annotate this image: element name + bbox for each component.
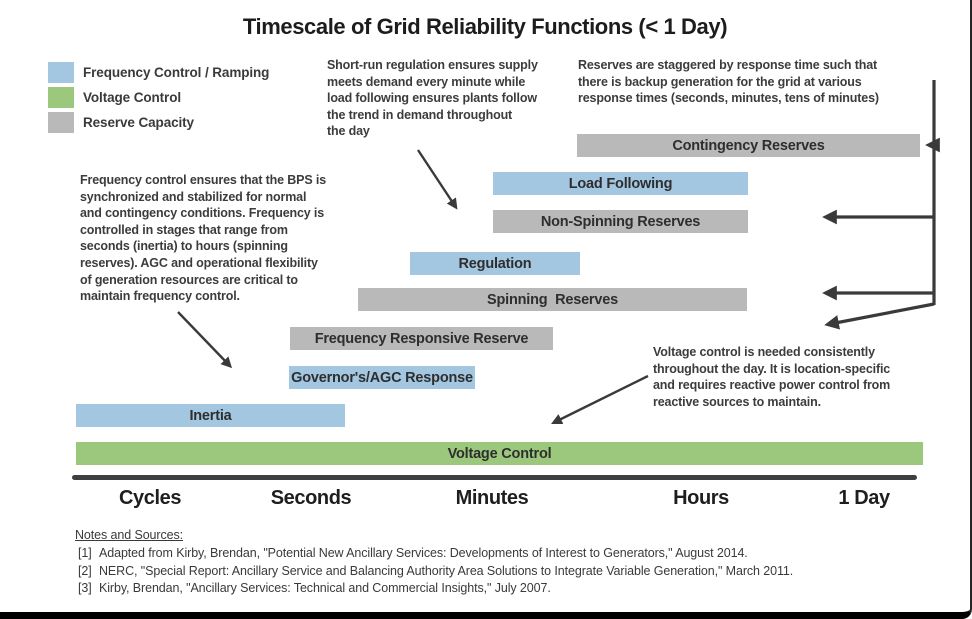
notes-list: [1] Adapted from Kirby, Brendan, "Potenti…	[75, 545, 793, 598]
bar-label-frequency-responsive-reserve: Frequency Responsive Reserve	[314, 330, 529, 347]
bar-label-non-spinning-reserves: Non-Spinning Reserves	[540, 213, 701, 230]
notes-heading: Notes and Sources:	[75, 528, 183, 542]
bar-inertia: Inertia	[76, 404, 345, 427]
axis-tick-cycles: Cycles	[118, 487, 182, 509]
bar-label-spinning-reserves: Spinning Reserves	[487, 291, 618, 308]
annotation-reserves-staggered: Reserves are staggered by response time …	[578, 58, 879, 106]
axis-tick-minutes: Minutes	[455, 487, 529, 509]
bar-label-regulation: Regulation	[458, 255, 532, 272]
axis-tick-seconds: Seconds	[270, 487, 352, 509]
bar-label-inertia: Inertia	[189, 407, 232, 424]
bar-label-contingency-reserves: Contingency Reserves	[672, 137, 825, 154]
arrow-frequency-text-to-bars	[177, 311, 233, 369]
figure-title: Timescale of Grid Reliability Functions …	[242, 14, 728, 39]
axis-tick-1-day: 1 Day	[838, 487, 890, 509]
legend-item-voltage: Voltage Control	[48, 87, 269, 108]
bar-label-load-following: Load Following	[568, 175, 673, 192]
note-text-3: Kirby, Brendan, "Ancillary Services: Tec…	[99, 581, 551, 595]
legend-swatch-voltage	[48, 87, 74, 108]
note-item-2: [2] NERC, "Special Report: Ancillary Serv…	[75, 563, 793, 581]
note-ref-3: [3]	[78, 581, 92, 595]
annotation-frequency-control: Frequency control ensures that the BPS i…	[80, 173, 326, 304]
arrow-voltage-text-to-bar	[551, 374, 649, 425]
bar-label-governors-agc-response: Governor's/AGC Response	[291, 369, 473, 386]
notes-section: Notes and Sources: [1] Adapted from Kirby…	[75, 528, 793, 598]
legend-item-frequency: Frequency Control / Ramping	[48, 62, 269, 83]
note-text-1: Adapted from Kirby, Brendan, "Potential …	[99, 546, 748, 560]
legend-swatch-frequency	[48, 62, 74, 83]
note-item-3: [3] Kirby, Brendan, "Ancillary Services: …	[75, 580, 793, 598]
bar-load-following: Load Following	[493, 172, 748, 195]
legend-label-reserve: Reserve Capacity	[83, 115, 194, 130]
bar-label-voltage-control: Voltage Control	[447, 445, 552, 462]
time-axis-line	[72, 475, 917, 480]
note-text-2: NERC, "Special Report: Ancillary Service…	[99, 563, 794, 578]
legend-label-frequency: Frequency Control / Ramping	[83, 65, 270, 80]
axis-tick-hours: Hours	[673, 487, 729, 509]
bar-spinning-reserves: Spinning Reserves	[358, 288, 747, 311]
bar-non-spinning-reserves: Non-Spinning Reserves	[493, 210, 748, 233]
bar-contingency-reserves: Contingency Reserves	[577, 134, 920, 157]
bar-frequency-responsive-reserve: Frequency Responsive Reserve	[290, 327, 553, 350]
annotation-short-run-regulation: Short-run regulation ensures supply meet…	[327, 58, 538, 139]
arrow-short-run-to-regulation	[416, 149, 458, 210]
note-item-1: [1] Adapted from Kirby, Brendan, "Potenti…	[75, 545, 793, 563]
bar-voltage-control: Voltage Control	[76, 442, 923, 465]
bar-regulation: Regulation	[410, 252, 580, 275]
legend-swatch-reserve	[48, 112, 74, 133]
note-ref-2: [2]	[78, 563, 92, 578]
note-ref-1: [1]	[78, 546, 92, 560]
legend-item-reserve: Reserve Capacity	[48, 112, 269, 133]
arrow-bracket-to-freq-responsive	[824, 302, 935, 330]
annotation-voltage-control: Voltage control is needed consistently t…	[653, 345, 891, 409]
legend-label-voltage: Voltage Control	[83, 90, 181, 105]
bar-governors-agc-response: Governor's/AGC Response	[289, 366, 475, 389]
